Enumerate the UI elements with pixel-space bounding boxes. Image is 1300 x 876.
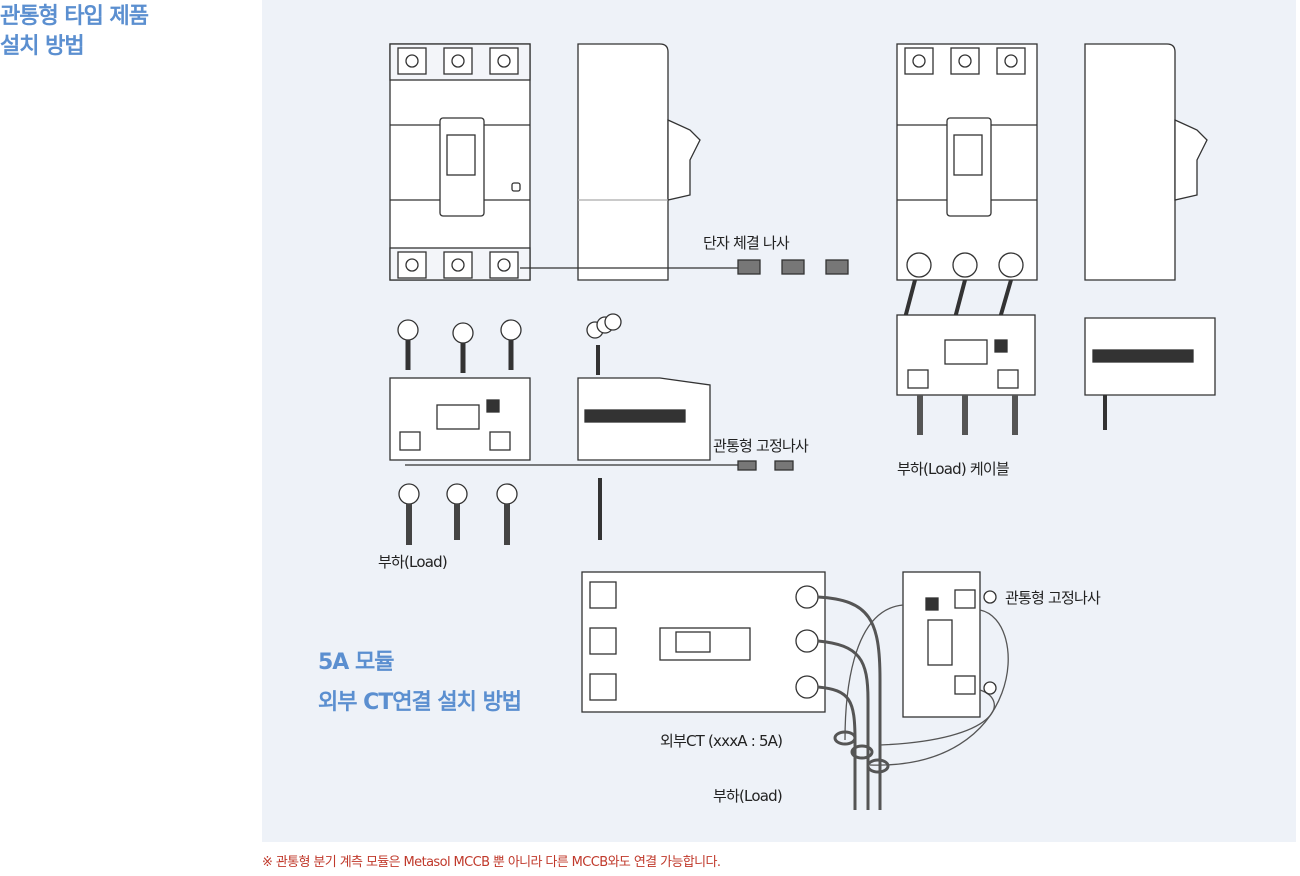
terminal-screws (737, 259, 849, 275)
ct-cables (817, 595, 1009, 810)
breaker-front-b (896, 43, 1038, 319)
external-ct-module (902, 571, 981, 718)
label-load: 부하(Load) (378, 553, 448, 571)
ring-terminals-top (397, 319, 522, 373)
page-title-line2: 설치 방법 (0, 34, 85, 59)
ring-terminals-bottom (398, 483, 518, 545)
label-through-fix-screw-ct: 관통형 고정나사 (1005, 589, 1101, 607)
meter-module-b (896, 314, 1036, 435)
label-through-fix-screw: 관통형 고정나사 (713, 437, 809, 455)
fix-screw-bottom (983, 681, 997, 695)
label-terminal-screw: 단자 체결 나사 (703, 234, 790, 252)
meter-module-a (389, 377, 531, 461)
breaker-side-a (577, 43, 701, 281)
page-title: 관통형 타입 제품 설치 방법 (0, 2, 149, 62)
label-load-cable: 부하(Load) 케이블 (897, 460, 1010, 478)
meter-module-side-a (577, 313, 711, 540)
label-external-ct: 외부CT (xxxA : 5A) (660, 732, 783, 750)
breaker-side-b (1084, 43, 1208, 281)
breaker-front-a (389, 43, 531, 281)
page-title-line1: 관통형 타입 제품 (0, 4, 149, 29)
label-load-ct: 부하(Load) (713, 787, 783, 805)
meter-module-side-b (1084, 317, 1216, 430)
breaker-ct-assembly (581, 571, 826, 713)
subtitle-line1: 5A 모듈 (318, 650, 394, 675)
footnote: ※ 관통형 분기 계측 모듈은 Metasol MCCB 뿐 아니라 다른 MC… (262, 855, 721, 870)
fix-screw-top (983, 590, 997, 604)
fix-screws (737, 460, 794, 471)
subtitle-line2: 외부 CT연결 설치 방법 (318, 690, 522, 715)
